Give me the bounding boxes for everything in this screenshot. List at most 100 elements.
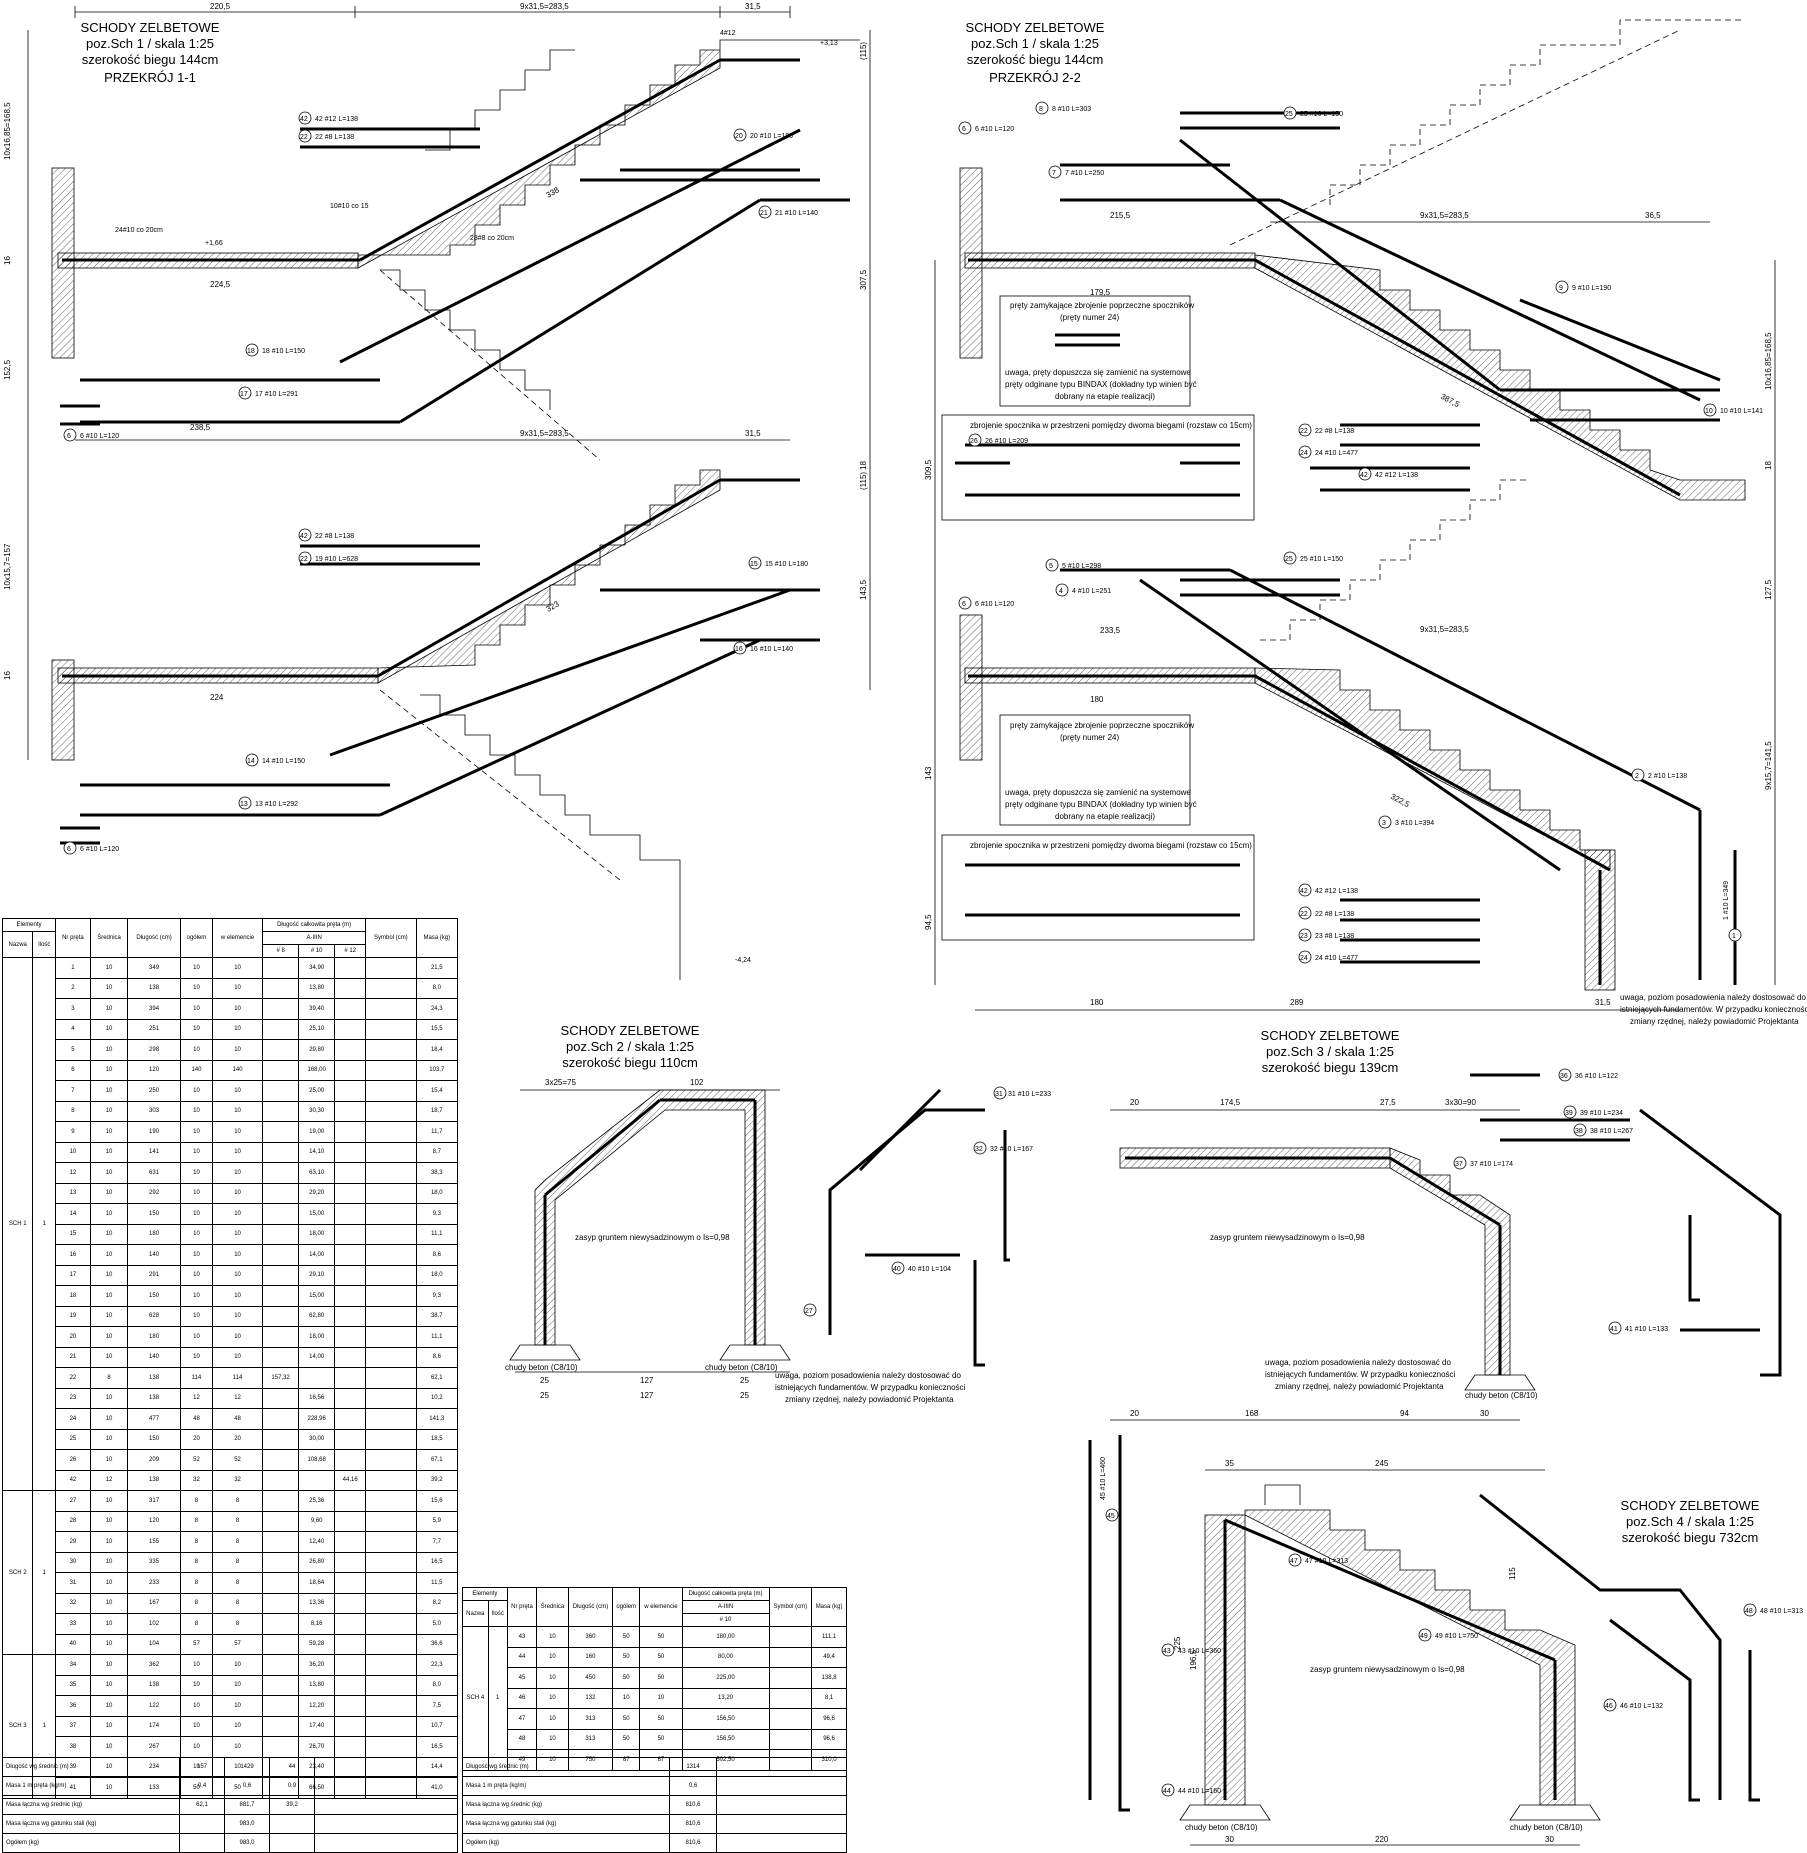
dim5-225: 225 (1173, 1636, 1182, 1650)
dim3-127b: 127 (640, 1391, 654, 1400)
table-cell: 8 (89, 1367, 129, 1389)
dim5-35: 35 (1225, 1459, 1234, 1468)
table-cell: 20 (55, 1326, 91, 1348)
s2-label-42: 42 #12 L=138 (1375, 472, 1418, 479)
s1-label-24: 24#10 co 20cm (115, 227, 163, 234)
table-cell: 36,20 (298, 1654, 336, 1676)
table-cell: 10 (212, 998, 264, 1020)
dim-left-5: 16 (3, 671, 12, 680)
table-cell: 29,10 (298, 1264, 336, 1286)
table-cell (262, 1674, 300, 1696)
table-cell: 50 (612, 1708, 641, 1730)
table-cell (334, 1531, 367, 1553)
dim2-top-2: 9x31,5=283,5 (1420, 211, 1469, 220)
table-cell: 10 (212, 1244, 264, 1266)
table-cell: 15,00 (298, 1285, 336, 1307)
table-cell: 10 (536, 1687, 569, 1709)
table-cell: 10 (89, 1100, 129, 1122)
summary-row: Masa łączna wg gatunku stali (kg)810,6 (462, 1814, 847, 1834)
s1-title: SCHODY ZELBETOWE (81, 20, 220, 35)
note1-l1: pręty zamykające zbrojenie poprzeczne sp… (1010, 301, 1194, 310)
table-cell: 5,0 (415, 1613, 459, 1635)
dim2-mid-1: 9x31,5=283,5 (1420, 625, 1469, 634)
table-cell: 10 (89, 1305, 129, 1327)
table-cell: 1 (55, 957, 91, 979)
symbol-cell (365, 1244, 417, 1266)
table-cell: 62,1 (415, 1367, 459, 1389)
table-cell: 10 (212, 1674, 264, 1696)
symbol-cell (768, 1646, 813, 1668)
summary-blank (314, 1814, 458, 1834)
table-cell: 57 (212, 1633, 264, 1655)
summary-row: Masa 1 m pręta (kg/m)0,6 (462, 1776, 847, 1796)
dim5-245: 245 (1375, 1459, 1389, 1468)
table-cell: 96,6 (811, 1728, 847, 1750)
note3-l2: istniejących fundamentów. W przypadku ko… (1620, 1005, 1807, 1014)
table-cell: 8 (179, 1551, 214, 1573)
table-cell: 10 (89, 1510, 129, 1532)
symbol-cell (365, 1408, 417, 1430)
t2-h-elements: Elementy (462, 1587, 508, 1601)
table-cell: 10 (89, 957, 129, 979)
table-cell: 13,36 (298, 1592, 336, 1614)
symbol-cell (365, 1305, 417, 1327)
svg-text:9: 9 (1559, 285, 1563, 292)
table-cell (262, 1203, 300, 1225)
table-cell: 8 (179, 1490, 214, 1512)
s4-label-39: 39 #10 L=234 (1580, 1110, 1623, 1117)
table-cell: 10 (89, 1654, 129, 1676)
table-cell: 10 (179, 1182, 214, 1204)
table-cell: 5 (55, 1039, 91, 1061)
symbol-cell (365, 1469, 417, 1491)
table-cell: 12 (55, 1162, 91, 1184)
table-cell: 48 (506, 1728, 538, 1750)
table-cell: 10 (89, 1080, 129, 1102)
table-cell: 10 (89, 1162, 129, 1184)
table-cell: 13,80 (298, 1674, 336, 1696)
dim-top-2: 9x31,5=283,5 (520, 2, 569, 11)
table-cell: 31 (55, 1572, 91, 1594)
table-cell: 39,40 (298, 998, 336, 1020)
table-cell: 10 (89, 1736, 129, 1758)
summary-label: Masa łączna wg gatunku stali (kg) (462, 1814, 670, 1834)
symbol-cell (365, 1203, 417, 1225)
s4-title: SCHODY ZELBETOWE (1261, 1028, 1400, 1043)
s1-label-22: 22 #8 L=138 (315, 134, 354, 141)
s5-pos: poz.Sch 4 / skala 1:25 (1626, 1514, 1754, 1529)
table-cell: 10 (89, 1531, 129, 1553)
symbol-cell (365, 1715, 417, 1737)
s2-label-6b: 6 #10 L=120 (975, 601, 1014, 608)
summary-row: Masa łączna wg średnic (kg)810,6 (462, 1795, 847, 1815)
note1-l2: (pręty numer 24) (1060, 313, 1119, 322)
table-cell: 8 (212, 1592, 264, 1614)
dim2-left-3: 94,5 (924, 914, 933, 930)
table-cell: 10 (89, 1551, 129, 1573)
table-cell: 303 (127, 1100, 181, 1122)
table-cell: 349 (127, 957, 181, 979)
symbol-cell (365, 1654, 417, 1676)
table-cell: 10 (212, 1182, 264, 1204)
section-1-1-lower: 42 22 #8 L=138 22 19 #10 L=628 15 15 #10… (51, 469, 820, 980)
table-cell: 7,5 (415, 1695, 459, 1717)
table-cell: 8 (179, 1592, 214, 1614)
t2-h-sr: Średnica (536, 1587, 569, 1627)
symbol-cell (365, 1551, 417, 1573)
table-cell: 37 (55, 1715, 91, 1737)
s1-width: szerokość biegu 144cm (82, 52, 219, 67)
dim4-1: 20 (1130, 1098, 1139, 1107)
table-cell: 10 (89, 1285, 129, 1307)
summary-value: 157 (179, 1757, 225, 1777)
dim-right-5: 143,5 (859, 579, 868, 600)
svg-text:26: 26 (970, 438, 978, 445)
summary-label: Długość wg średnic (m) (2, 1757, 180, 1777)
dim3-25b: 25 (740, 1376, 749, 1385)
svg-text:6: 6 (962, 601, 966, 608)
table-cell (298, 1469, 336, 1491)
table-cell (262, 1695, 300, 1717)
table-cell: 29,80 (298, 1039, 336, 1061)
